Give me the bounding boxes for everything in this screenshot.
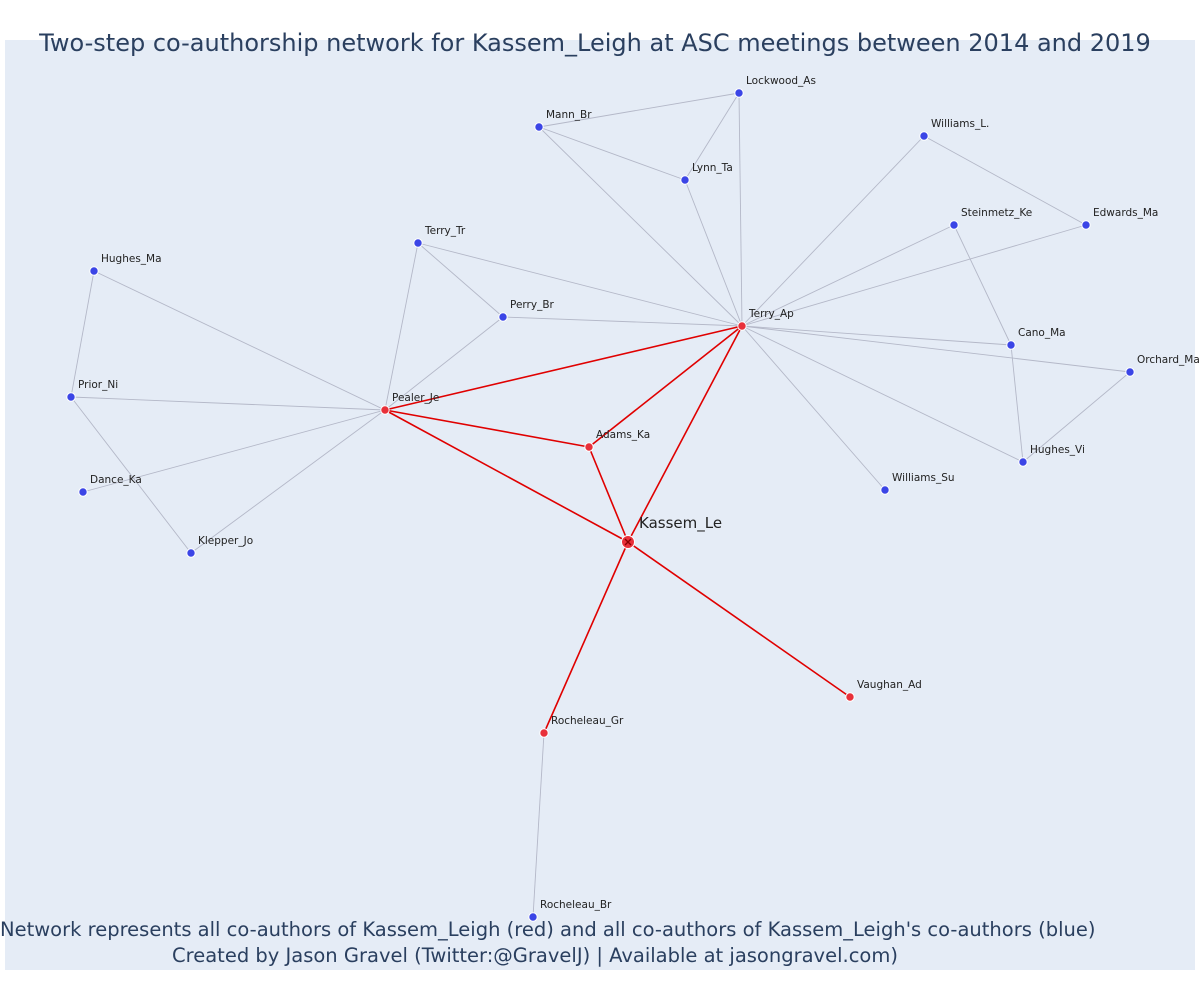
edge-lockwood-as-lynn-ta xyxy=(684,92,740,181)
node-label-edwards-ma: Edwards_Ma xyxy=(1093,207,1158,219)
node-label-adams-ka: Adams_Ka xyxy=(596,429,650,441)
edge-kassem-le-adams-ka xyxy=(588,446,629,543)
caption-description: Network represents all co-authors of Kas… xyxy=(0,918,1096,941)
node-label-orchard-ma: Orchard_Ma xyxy=(1137,354,1200,366)
node-label-rocheleau-gr: Rocheleau_Gr xyxy=(551,715,624,727)
node-label-hughes-ma: Hughes_Ma xyxy=(101,253,162,265)
edge-prior-ni-pealer-je xyxy=(70,396,386,411)
edge-edwards-ma-terry-ap xyxy=(741,224,1087,327)
edge-layer xyxy=(70,92,1131,918)
edge-lynn-ta-terry-ap xyxy=(684,179,743,327)
edge-terry-tr-perry-br xyxy=(417,242,504,318)
node-label-hughes-vi: Hughes_Vi xyxy=(1030,444,1085,456)
node-mann-br[interactable] xyxy=(534,122,544,132)
node-cano-ma[interactable] xyxy=(1006,340,1016,350)
node-label-terry-ap: Terry_Ap xyxy=(748,308,794,320)
edge-hughes-ma-prior-ni xyxy=(70,270,95,398)
edge-pealer-je-terry-ap xyxy=(384,325,743,411)
edge-kassem-le-vaughan-ad xyxy=(627,541,851,698)
edge-kassem-le-terry-ap xyxy=(627,325,743,543)
node-label-perry-br: Perry_Br xyxy=(510,299,555,311)
edge-prior-ni-klepper-jo xyxy=(70,396,192,554)
edge-adams-ka-terry-ap xyxy=(588,325,743,448)
edge-williams-l-terry-ap xyxy=(741,135,925,327)
edge-mann-br-terry-ap xyxy=(538,126,743,327)
edge-steinmetz-ke-terry-ap xyxy=(741,224,955,327)
node-perry-br[interactable] xyxy=(498,312,508,322)
edge-perry-br-terry-ap xyxy=(502,316,743,327)
node-edwards-ma[interactable] xyxy=(1081,220,1091,230)
edge-perry-br-pealer-je xyxy=(384,316,504,411)
node-label-terry-tr: Terry_Tr xyxy=(424,225,466,237)
edge-pealer-je-adams-ka xyxy=(384,409,590,448)
node-label-rocheleau-br: Rocheleau_Br xyxy=(540,899,612,911)
node-lynn-ta[interactable] xyxy=(680,175,690,185)
node-hughes-ma[interactable] xyxy=(89,266,99,276)
edge-mann-br-lynn-ta xyxy=(538,126,686,181)
edge-orchard-ma-hughes-vi xyxy=(1022,371,1131,463)
node-label-pealer-je: Pealer_Je xyxy=(392,392,439,404)
node-orchard-ma[interactable] xyxy=(1125,367,1135,377)
edge-rocheleau-gr-rocheleau-br xyxy=(532,732,545,918)
node-pealer-je[interactable] xyxy=(380,405,390,415)
node-klepper-jo[interactable] xyxy=(186,548,196,558)
node-rocheleau-gr[interactable] xyxy=(539,728,549,738)
node-label-prior-ni: Prior_Ni xyxy=(78,379,118,391)
caption-credit: Created by Jason Gravel (Twitter:@Gravel… xyxy=(172,944,898,967)
node-lockwood-as[interactable] xyxy=(734,88,744,98)
node-label-klepper-jo: Klepper_Jo xyxy=(198,535,253,547)
node-label-dance-ka: Dance_Ka xyxy=(90,474,142,486)
node-label-mann-br: Mann_Br xyxy=(546,109,592,121)
node-label-vaughan-ad: Vaughan_Ad xyxy=(857,679,922,691)
chart-title: Two-step co-authorship network for Kasse… xyxy=(39,29,1151,57)
node-label-williams-su: Williams_Su xyxy=(892,472,955,484)
node-layer xyxy=(66,88,1135,922)
edge-steinmetz-ke-cano-ma xyxy=(953,224,1012,346)
edge-lockwood-as-mann-br xyxy=(538,92,740,128)
edge-williams-su-terry-ap xyxy=(741,325,886,491)
node-label-cano-ma: Cano_Ma xyxy=(1018,327,1066,339)
node-williams-su[interactable] xyxy=(880,485,890,495)
node-williams-l[interactable] xyxy=(919,131,929,141)
node-label-kassem-le: Kassem_Le xyxy=(639,514,722,533)
node-dance-ka[interactable] xyxy=(78,487,88,497)
node-rocheleau-br[interactable] xyxy=(528,912,538,922)
edge-dance-ka-pealer-je xyxy=(82,409,386,493)
node-label-lynn-ta: Lynn_Ta xyxy=(692,162,733,174)
node-prior-ni[interactable] xyxy=(66,392,76,402)
node-terry-tr[interactable] xyxy=(413,238,423,248)
node-vaughan-ad[interactable] xyxy=(845,692,855,702)
node-adams-ka[interactable] xyxy=(584,442,594,452)
edge-hughes-ma-pealer-je xyxy=(93,270,386,411)
edge-terry-tr-terry-ap xyxy=(417,242,743,327)
node-steinmetz-ke[interactable] xyxy=(949,220,959,230)
edge-kassem-le-rocheleau-gr xyxy=(543,541,629,734)
edge-kassem-le-pealer-je xyxy=(384,409,629,543)
edge-williams-l-edwards-ma xyxy=(923,135,1087,226)
edge-klepper-jo-pealer-je xyxy=(190,409,386,554)
plot-area xyxy=(5,40,1195,970)
edge-hughes-vi-terry-ap xyxy=(741,325,1024,463)
edge-lockwood-as-terry-ap xyxy=(738,92,743,327)
label-layer: Kassem_Le Terry_ApPealer_JeAdams_KaRochel… xyxy=(78,75,1200,911)
edge-orchard-ma-terry-ap xyxy=(741,325,1131,373)
node-label-williams-l: Williams_L. xyxy=(931,118,989,130)
edge-cano-ma-terry-ap xyxy=(741,325,1012,346)
ego-marker-icon xyxy=(624,538,632,546)
edge-cano-ma-hughes-vi xyxy=(1010,344,1024,463)
node-label-steinmetz-ke: Steinmetz_Ke xyxy=(961,207,1032,219)
node-hughes-vi[interactable] xyxy=(1018,457,1028,467)
node-label-lockwood-as: Lockwood_As xyxy=(746,75,816,87)
edge-terry-tr-pealer-je xyxy=(384,242,419,411)
node-terry-ap[interactable] xyxy=(737,321,747,331)
